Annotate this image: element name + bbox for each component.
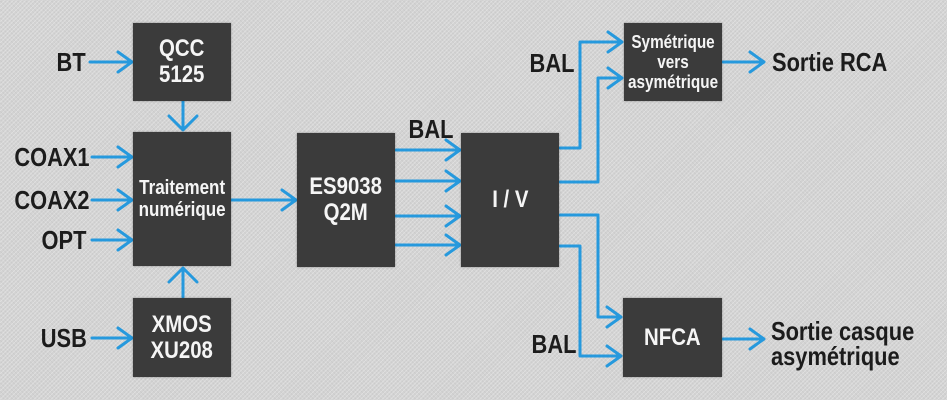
sym-label-line1: Symétrique [631, 32, 715, 52]
sym-label-line3: asymétrique [627, 72, 719, 92]
bt-label: BT [56, 47, 86, 77]
sortie-rca-label: Sortie RCA [772, 47, 888, 77]
sym-to-rca-arrow [721, 50, 766, 74]
nfca-block: NFCA [623, 298, 722, 377]
traitement-label-line2: numérique [138, 199, 226, 221]
iv-converter-block: I / V [461, 133, 559, 267]
nfca-label: NFCA [644, 323, 701, 351]
opt-label: OPT [41, 225, 86, 255]
sortie-casque-label: Sortie casque asymétrique [771, 316, 942, 371]
usb-label: USB [40, 323, 87, 353]
sortie-casque-line2: asymétrique [771, 341, 900, 371]
iv-to-nfca-arrow-2 [558, 244, 623, 368]
xmos-to-traitement-arrow [167, 266, 199, 299]
qcc5125-label-line1: QCC [159, 35, 205, 62]
iv-to-sym-arrow-2 [558, 66, 624, 184]
traitement-numerique-block: Traitement numérique [133, 132, 231, 266]
bal-headphone-label: BAL [531, 329, 576, 359]
xmos-label-line1: XMOS [151, 310, 213, 338]
traitement-to-es9038-arrow [229, 188, 298, 212]
iv-to-nfca-arrow-1 [558, 213, 623, 329]
qcc-to-traitement-arrow [167, 98, 199, 132]
es9038-q2m-block: ES9038 Q2M [297, 133, 395, 267]
es9038-to-iv-arrow-2 [394, 169, 462, 193]
sortie-casque-line1: Sortie casque [771, 316, 915, 346]
es9038-label-line1: ES9038 [309, 173, 383, 200]
coax1-label: COAX1 [14, 142, 90, 172]
bt-arrow [88, 50, 134, 74]
iv-label: I / V [491, 186, 529, 213]
opt-arrow [90, 228, 134, 252]
qcc5125-label-line2: 5125 [159, 61, 205, 88]
bal-rca-label: BAL [529, 48, 574, 78]
es9038-to-iv-arrow-3 [394, 204, 462, 228]
sym-to-asym-block: Symétrique vers asymétrique [624, 23, 722, 101]
es9038-to-iv-arrow-4 [394, 233, 462, 257]
nfca-to-casque-arrow [721, 327, 766, 351]
coax2-label: COAX2 [14, 185, 90, 215]
bal-dac-label: BAL [408, 114, 453, 144]
coax1-arrow [90, 145, 134, 169]
traitement-label-line1: Traitement [139, 177, 225, 199]
xmos-label-line2: XU208 [150, 336, 214, 364]
iv-to-sym-arrow-1 [558, 30, 624, 150]
es9038-label-line2: Q2M [323, 199, 369, 226]
sym-label-line2: vers [657, 52, 689, 72]
xmos-xu208-block: XMOS XU208 [133, 298, 231, 377]
es9038-to-iv-arrow-1 [394, 138, 462, 162]
qcc5125-block: QCC 5125 [133, 23, 231, 101]
coax2-arrow [90, 188, 134, 212]
usb-arrow [90, 326, 134, 350]
